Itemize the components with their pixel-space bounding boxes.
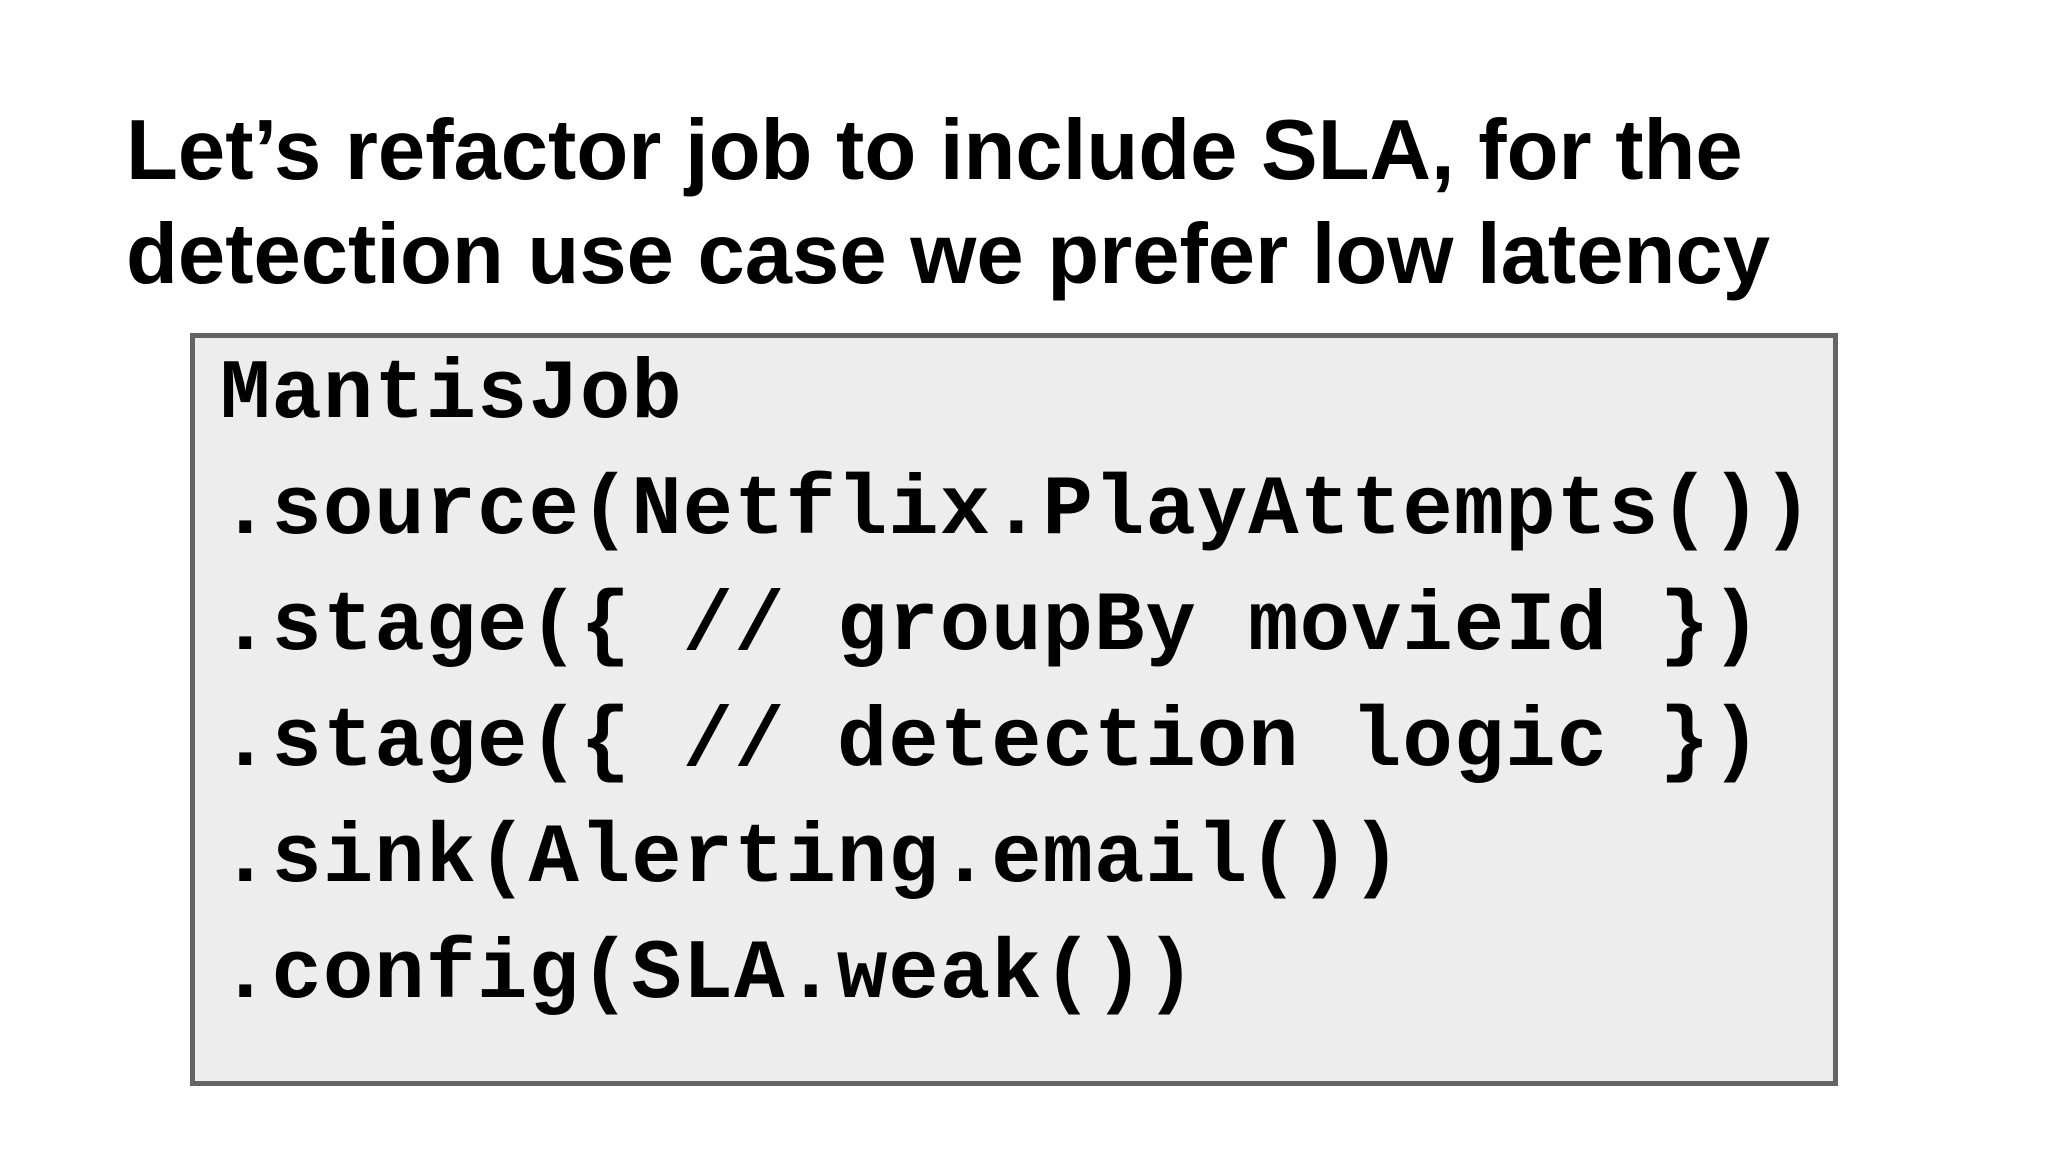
code-line-mantisjob: MantisJob bbox=[220, 348, 683, 443]
slide-title-line-1: Let’s refactor job to include SLA, for t… bbox=[126, 103, 1743, 198]
code-block: MantisJob .source(Netflix.PlayAttempts()… bbox=[190, 333, 1838, 1086]
code-line-sink: .sink(Alerting.email()) bbox=[220, 812, 1403, 907]
slide-title-line-2: detection use case we prefer low latency bbox=[126, 207, 1770, 302]
code-line-stage-detection: .stage({ // detection logic }) bbox=[220, 696, 1763, 791]
code-line-stage-groupby: .stage({ // groupBy movieId }) bbox=[220, 580, 1763, 675]
code-line-config: .config(SLA.weak()) bbox=[220, 928, 1197, 1023]
slide-title: Let’s refactor job to include SLA, for t… bbox=[126, 99, 1770, 307]
code-line-source: .source(Netflix.PlayAttempts()) bbox=[220, 464, 1814, 559]
